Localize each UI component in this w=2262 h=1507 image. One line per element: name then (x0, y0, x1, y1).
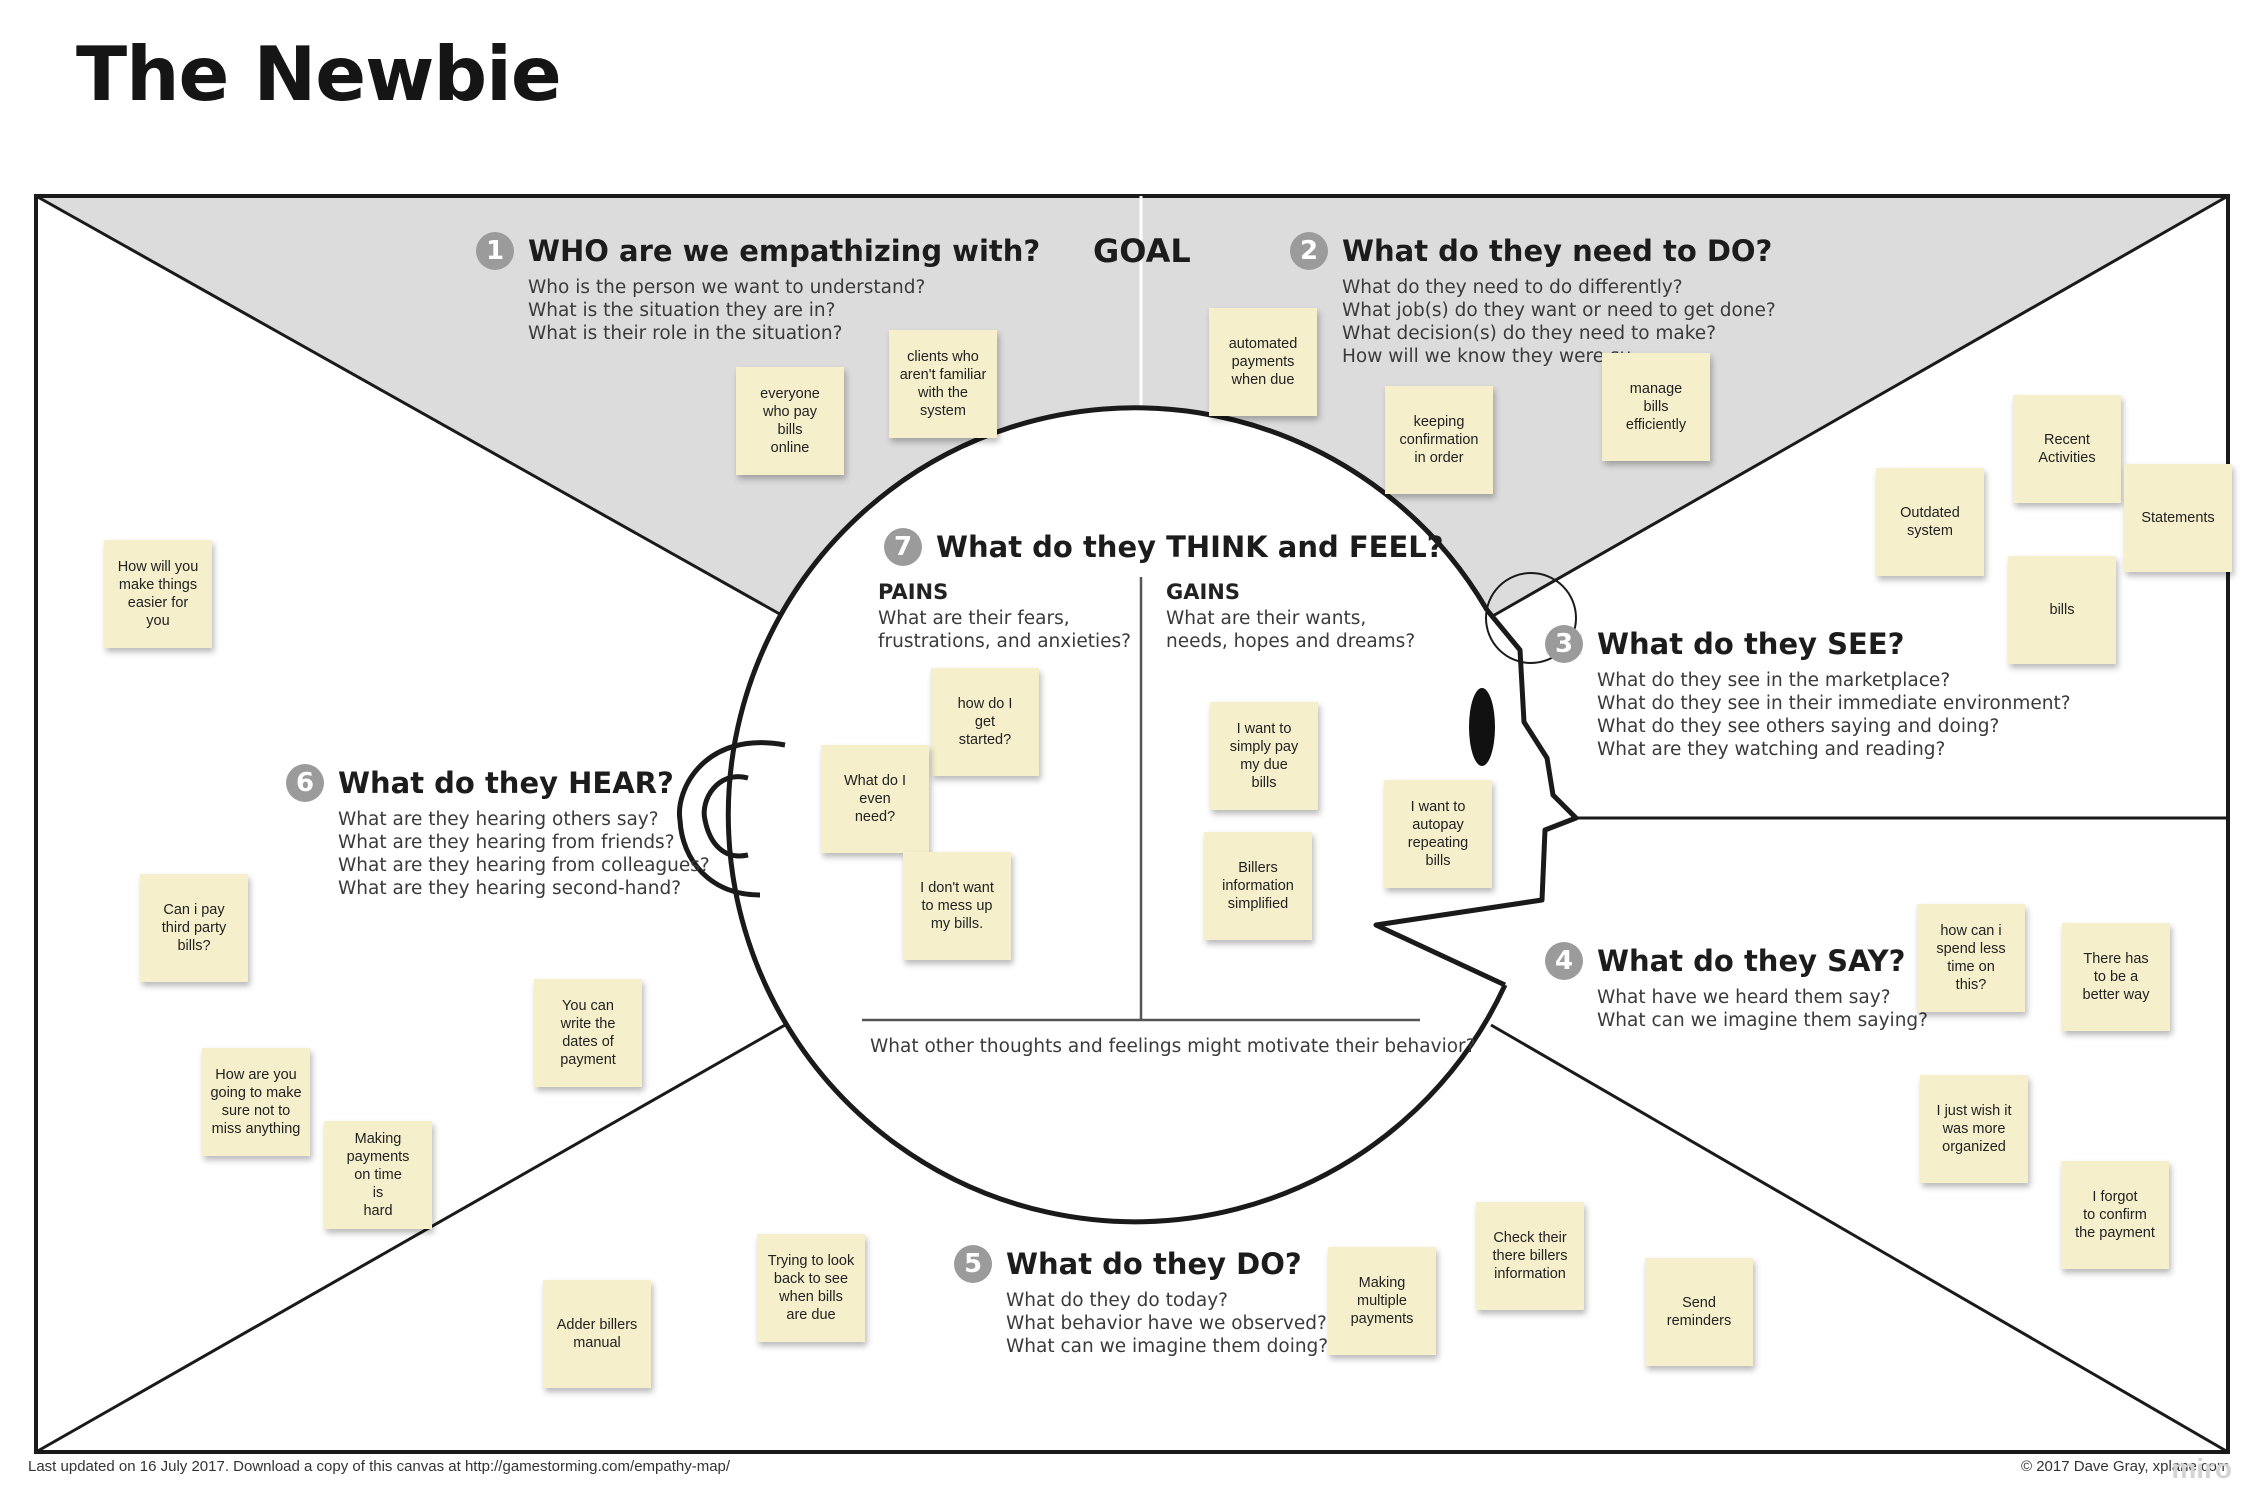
section-say: 4 What do they SAY? What have we heard th… (1545, 942, 1928, 1032)
eye (1469, 688, 1495, 766)
question: What do they see others saying and doing… (1597, 716, 2000, 737)
section-title-think-feel: What do they THINK and FEEL? (936, 530, 1444, 564)
miro-watermark: miro (2171, 1453, 2232, 1484)
sticky-note[interactable]: keeping confirmation in order (1385, 386, 1493, 494)
question: What can we imagine them saying? (1597, 1010, 1928, 1031)
question: What do they see in the marketplace? (1597, 670, 1951, 691)
sticky-note[interactable]: Adder billers manual (543, 1280, 651, 1388)
question: What do they do today? (1006, 1290, 1228, 1311)
sticky-note[interactable]: Check their there billers information (1476, 1202, 1584, 1310)
sticky-note[interactable]: I don't want to mess up my bills. (903, 852, 1011, 960)
question: What are they hearing from friends? (338, 832, 675, 853)
diagonal-bottom-right (1490, 1023, 2229, 1454)
section-title-say: What do they SAY? (1597, 944, 1906, 978)
section-title-see: What do they SEE? (1597, 627, 1905, 661)
question: What are they hearing from colleagues? (338, 855, 710, 876)
sticky-note[interactable]: Making payments on time is hard (324, 1121, 432, 1229)
question: needs, hopes and dreams? (1166, 631, 1416, 652)
section-title-who: WHO are we empathizing with? (528, 234, 1041, 268)
badge-7: 7 (884, 528, 922, 566)
question: What are they watching and reading? (1597, 739, 1946, 760)
question: Who is the person we want to understand? (528, 277, 926, 298)
question: What behavior have we observed? (1006, 1313, 1327, 1334)
question: frustrations, and anxieties? (878, 631, 1131, 652)
sticky-note[interactable]: bills (2008, 556, 2116, 664)
question: What can we imagine them doing? (1006, 1336, 1329, 1357)
sticky-note[interactable]: I want to simply pay my due bills (1210, 702, 1318, 810)
badge-1: 1 (476, 232, 514, 270)
sticky-note[interactable]: how can i spend less time on this? (1917, 904, 2025, 1012)
section-who: 1 WHO are we empathizing with? Who is the… (476, 232, 1040, 345)
section-title-hear: What do they HEAR? (338, 766, 674, 800)
pains-block: PAINS What are their fears, frustrations… (878, 580, 1131, 653)
sticky-note[interactable]: You can write the dates of payment (534, 979, 642, 1087)
sticky-note[interactable]: Can i pay third party bills? (140, 874, 248, 982)
section-title-need-to-do: What do they need to DO? (1342, 234, 1773, 268)
sticky-note[interactable]: manage bills efficiently (1602, 353, 1710, 461)
sticky-note[interactable]: What do I even need? (821, 745, 929, 853)
question: What is the situation they are in? (528, 300, 836, 321)
section-do: 5 What do they DO? What do they do today?… (954, 1245, 1328, 1358)
question: What are they hearing second-hand? (338, 878, 682, 899)
section-think-feel: 7 What do they THINK and FEEL? (884, 528, 1444, 566)
badge-2: 2 (1290, 232, 1328, 270)
sticky-note[interactable]: Send reminders (1645, 1258, 1753, 1366)
question: What job(s) do they want or need to get … (1342, 300, 1776, 321)
diagonal-top-right (1490, 194, 2229, 619)
sticky-note[interactable]: I just wish it was more organized (1920, 1075, 2028, 1183)
badge-6: 6 (286, 764, 324, 802)
canvas-frame (34, 194, 2230, 1454)
sticky-note[interactable]: I forgot to confirm the payment (2061, 1161, 2169, 1269)
sticky-note[interactable]: There has to be a better way (2062, 923, 2170, 1031)
question: What have we heard them say? (1597, 987, 1891, 1008)
diagonal-bottom-left (35, 1023, 786, 1454)
footer-left: Last updated on 16 July 2017. Download a… (28, 1458, 731, 1475)
gains-title: GAINS (1166, 580, 1241, 604)
sticky-note[interactable]: Statements (2124, 464, 2232, 572)
sticky-note[interactable]: Billers information simplified (1204, 832, 1312, 940)
cursor-highlight (1485, 572, 1577, 664)
sticky-note[interactable]: How are you going to make sure not to mi… (202, 1048, 310, 1156)
section-need-to-do: 2 What do they need to DO? What do they n… (1290, 232, 1776, 368)
page-title: The Newbie (76, 30, 562, 118)
sticky-note[interactable]: Outdated system (1876, 468, 1984, 576)
sticky-note[interactable]: I want to autopay repeating bills (1384, 780, 1492, 888)
diagonal-top-left (35, 194, 786, 619)
sticky-note[interactable]: automated payments when due (1209, 308, 1317, 416)
sticky-note[interactable]: clients who aren't familiar with the sys… (889, 330, 997, 438)
other-thoughts-text: What other thoughts and feelings might m… (870, 1036, 1476, 1057)
other-thoughts: What other thoughts and feelings might m… (870, 1032, 1475, 1058)
badge-4: 4 (1545, 942, 1583, 980)
ear (676, 740, 786, 898)
sticky-note[interactable]: everyone who pay bills online (736, 367, 844, 475)
sticky-note[interactable]: Making multiple payments (1328, 1247, 1436, 1355)
question: What do they see in their immediate envi… (1597, 693, 2071, 714)
question: What are their wants, (1166, 608, 1367, 629)
question: What is their role in the situation? (528, 323, 843, 344)
question: What do they need to do differently? (1342, 277, 1683, 298)
section-title-do: What do they DO? (1006, 1247, 1302, 1281)
sticky-note[interactable]: Trying to look back to see when bills ar… (757, 1234, 865, 1342)
section-hear: 6 What do they HEAR? What are they hearin… (286, 764, 710, 900)
question: What are their fears, (878, 608, 1070, 629)
section-see: 3 What do they SEE? What do they see in t… (1545, 625, 2071, 761)
badge-5: 5 (954, 1245, 992, 1283)
badge-3: 3 (1545, 625, 1583, 663)
footer-right: © 2017 Dave Gray, xplane.com (2021, 1458, 2230, 1475)
sticky-note[interactable]: Recent Activities (2013, 395, 2121, 503)
question: What are they hearing others say? (338, 809, 659, 830)
question: What decision(s) do they need to make? (1342, 323, 1717, 344)
question: How will we know they were su (1342, 346, 1632, 367)
sticky-note[interactable]: how do I get started? (931, 668, 1039, 776)
pains-title: PAINS (878, 580, 949, 604)
goal-label: GOAL (1093, 232, 1191, 270)
gains-block: GAINS What are their wants, needs, hopes… (1166, 580, 1415, 653)
sticky-note[interactable]: How will you make things easier for you (104, 540, 212, 648)
